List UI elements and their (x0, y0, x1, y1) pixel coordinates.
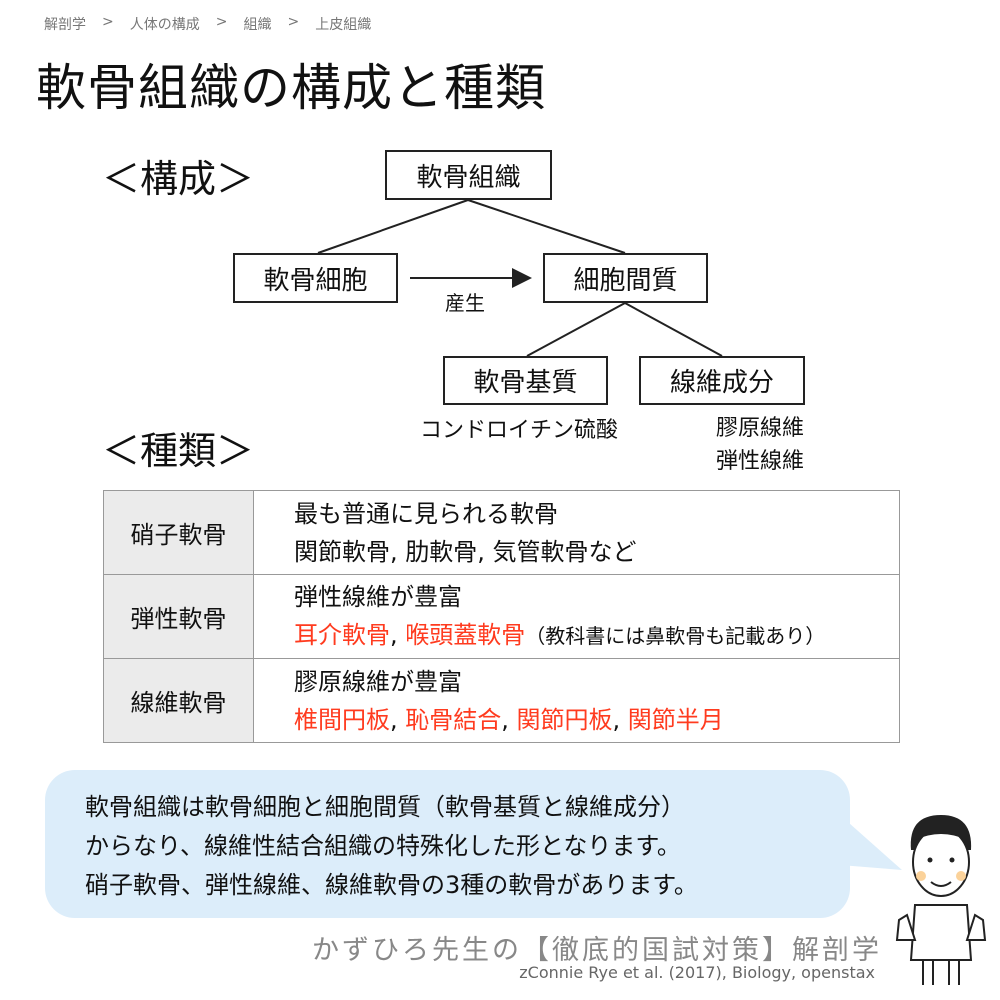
speech-bubble (45, 770, 850, 918)
composition-heading: ＜構成＞ (102, 157, 255, 201)
connector-line (624, 302, 723, 357)
highlighted-example: 椎間円板 (294, 705, 390, 734)
breadcrumb: 解剖学 > 人体の構成 > 組織 > 上皮組織 (44, 14, 371, 34)
footer-brand: かずひろ先生の【徹底的国試対策】解剖学 (312, 935, 882, 966)
breadcrumb-separator: > (102, 14, 114, 30)
connector-line (317, 199, 469, 254)
breadcrumb-item[interactable]: 組織 (243, 17, 272, 33)
type-name: 線維軟骨 (103, 658, 254, 743)
type-description: 膠原線維が豊富椎間円板, 恥骨結合, 関節円板, 関節半月 (253, 658, 900, 743)
speech-bubble-tail (840, 815, 902, 870)
feature-line: 弾性線維が豊富 (294, 583, 462, 611)
connector-line (526, 302, 626, 357)
node-cartilage-tissue: 軟骨組織 (385, 150, 552, 200)
bubble-line: からなり、線維性結合組織の特殊化した形となります。 (85, 832, 681, 860)
ground-note: コンドロイチン硫酸 (420, 418, 619, 443)
example-text: , (390, 705, 406, 734)
examples-line: 椎間円板, 恥骨結合, 関節円板, 関節半月 (294, 701, 899, 739)
table-row: 硝子軟骨最も普通に見られる軟骨関節軟骨, 肋軟骨, 気管軟骨など (103, 490, 900, 575)
connector-line (467, 199, 626, 254)
bubble-line: 軟骨組織は軟骨細胞と細胞間質（軟骨基質と線維成分） (85, 793, 685, 821)
example-text: , (612, 705, 628, 734)
feature-line: 膠原線維が豊富 (294, 667, 462, 696)
bubble-text: 軟骨組織は軟骨細胞と細胞間質（軟骨基質と線維成分） からなり、線維性結合組織の特… (85, 788, 698, 905)
type-name: 弾性軟骨 (103, 574, 254, 659)
example-text: , (390, 621, 406, 649)
highlighted-example: 耳介軟骨 (294, 621, 390, 649)
breadcrumb-separator: > (215, 14, 228, 30)
breadcrumb-item[interactable]: 解剖学 (44, 17, 86, 33)
teacher-illustration (895, 815, 987, 985)
diagram-connectors (317, 199, 723, 357)
type-description: 弾性線維が豊富耳介軟骨, 喉頭蓋軟骨（教科書には鼻軟骨も記載あり） (253, 574, 900, 659)
highlighted-example: 関節半月 (627, 705, 724, 734)
node-intercellular-substance: 細胞間質 (543, 253, 708, 303)
fiber-note: 膠原線維 (716, 416, 805, 441)
type-description: 最も普通に見られる軟骨関節軟骨, 肋軟骨, 気管軟骨など (253, 490, 900, 575)
highlighted-example: 関節円板 (516, 705, 613, 734)
example-text: （教科書には鼻軟骨も記載あり） (525, 624, 826, 648)
cartilage-types-table: 硝子軟骨最も普通に見られる軟骨関節軟骨, 肋軟骨, 気管軟骨など弾性軟骨弾性線維… (103, 490, 900, 743)
citation: zConnie Rye et al. (2017), Biology, open… (519, 963, 875, 982)
node-cartilage-matrix: 軟骨基質 (443, 356, 608, 405)
table-row: 弾性軟骨弾性線維が豊富耳介軟骨, 喉頭蓋軟骨（教科書には鼻軟骨も記載あり） (103, 574, 900, 659)
node-chondrocyte: 軟骨細胞 (233, 253, 398, 303)
bubble-line: 硝子軟骨、弾性線維、線維軟骨の3種の軟骨があります。 (85, 871, 698, 899)
page-title: 軟骨組織の構成と種類 (36, 59, 546, 117)
table-row: 線維軟骨膠原線維が豊富椎間円板, 恥骨結合, 関節円板, 関節半月 (103, 658, 900, 743)
arrow-label: 産生 (445, 291, 485, 315)
example-text: , (501, 705, 517, 734)
highlighted-example: 恥骨結合 (405, 705, 502, 734)
breadcrumb-item[interactable]: 上皮組織 (315, 17, 372, 33)
examples-line: 関節軟骨, 肋軟骨, 気管軟骨など (294, 533, 899, 571)
breadcrumb-separator: > (287, 14, 300, 30)
examples-line: 耳介軟骨, 喉頭蓋軟骨（教科書には鼻軟骨も記載あり） (294, 616, 899, 655)
fiber-note: 弾性線維 (716, 449, 805, 474)
feature-line: 最も普通に見られる軟骨 (294, 499, 558, 528)
example-text: 関節軟骨, 肋軟骨, 気管軟骨など (294, 537, 637, 566)
types-heading: ＜種類＞ (102, 429, 255, 473)
node-fiber-component: 線維成分 (639, 356, 805, 405)
highlighted-example: 喉頭蓋軟骨 (405, 621, 526, 649)
fiber-notes: 膠原線維 弾性線維 (716, 412, 804, 478)
breadcrumb-item[interactable]: 人体の構成 (129, 17, 200, 33)
type-name: 硝子軟骨 (103, 490, 254, 575)
